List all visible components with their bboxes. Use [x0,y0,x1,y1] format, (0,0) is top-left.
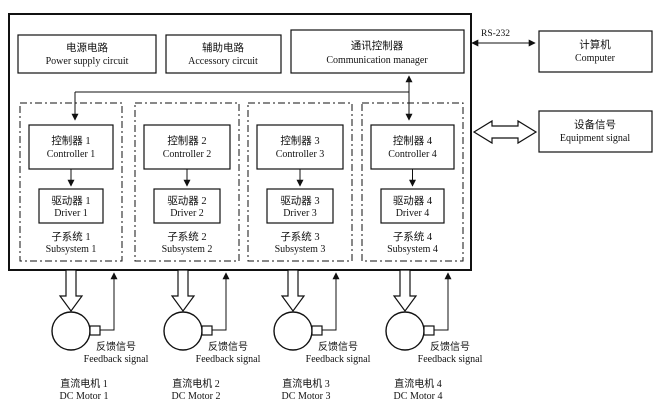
driver-label-cn: 驱动器 1 [51,195,90,207]
motor-label-en: DC Motor 2 [172,391,221,402]
motor-circle [163,311,203,351]
controller-label-cn: 控制器 2 [167,134,206,147]
computer-block: 计算机 Computer [538,30,653,73]
driver-label-en: Driver 2 [170,208,204,219]
motor-shaft [89,325,101,336]
driver-box-2 [153,188,221,224]
subsystem-label-en: Subsystem 3 [275,244,326,255]
controller-box-3 [256,124,344,170]
motor-shaft [311,325,323,336]
equipment-signal-block: 设备信号 Equipment signal [538,110,653,153]
accessory-label-en: Accessory circuit [188,56,258,67]
subsystem-label-cn: 子系统 4 [393,230,433,243]
drive-arrow [392,269,418,313]
subsystem-label-en: Subsystem 4 [387,244,438,255]
feedback-label-cn: 反馈信号 [318,340,358,353]
driver-box-4 [380,188,445,224]
motor-circle [51,311,91,351]
motor-circle [385,311,425,351]
power-supply-label-en: Power supply circuit [46,56,129,67]
motor-label-en: DC Motor 3 [282,391,331,402]
driver-label-en: Driver 4 [396,208,430,219]
controller-box-2 [143,124,231,170]
driver-box-1 [38,188,104,224]
accessory-circuit-block: 辅助电路 Accessory circuit [165,34,282,74]
motor-circle [273,311,313,351]
driver-label-en: Driver 3 [283,208,317,219]
subsystem-label-cn: 子系统 3 [280,230,319,243]
communication-manager-block: 通讯控制器 Communication manager [290,29,465,74]
computer-label-en: Computer [575,53,616,64]
controller-label-en: Controller 1 [47,149,96,160]
feedback-line [434,272,452,331]
rs232-link: RS-232 [471,29,536,47]
main-system-box [8,13,472,271]
computer-label-cn: 计算机 [579,38,611,51]
motor-label-cn: 直流电机 4 [394,377,442,390]
driver-label-en: Driver 1 [54,208,88,219]
power-supply-block: 电源电路 Power supply circuit [17,34,157,74]
feedback-line [100,272,118,331]
motor-shaft [201,325,213,336]
driver-box-3 [266,188,334,224]
controller-label-cn: 控制器 4 [393,134,433,147]
subsystem-label-en: Subsystem 2 [162,244,213,255]
rs232-label: RS-232 [481,29,510,39]
drive-arrow [170,269,196,313]
motor-shaft [423,325,435,336]
feedback-label-en: Feedback signal [84,354,149,365]
motor-label-cn: 直流电机 3 [282,377,330,390]
subsystem-label-en: Subsystem 1 [46,244,97,255]
controller-label-en: Controller 2 [163,149,212,160]
feedback-label-en: Feedback signal [418,354,483,365]
feedback-label-cn: 反馈信号 [208,340,248,353]
drive-arrow [58,269,84,313]
feedback-line [322,272,340,331]
driver-label-cn: 驱动器 4 [393,195,433,207]
feedback-label-en: Feedback signal [196,354,261,365]
motor-label-cn: 直流电机 2 [172,377,220,390]
control-bus [71,75,413,121]
controller-box-1 [28,124,114,170]
driver-label-cn: 驱动器 3 [280,195,319,207]
subsystem-label-cn: 子系统 2 [167,230,206,243]
subsystem-label-cn: 子系统 1 [51,230,90,243]
comm-label-en: Communication manager [326,55,428,66]
feedback-label-en: Feedback signal [306,354,371,365]
drive-arrow [280,269,306,313]
feedback-label-cn: 反馈信号 [430,340,470,353]
controller-label-en: Controller 3 [276,149,325,160]
controller-box-4 [370,124,455,170]
motor-label-en: DC Motor 4 [394,391,443,402]
comm-label-cn: 通讯控制器 [351,39,404,52]
equipment-label-en: Equipment signal [560,133,630,144]
equipment-label-cn: 设备信号 [574,118,616,131]
controller-label-cn: 控制器 1 [51,134,90,147]
motor-label-cn: 直流电机 1 [60,377,108,390]
accessory-label-cn: 辅助电路 [202,41,244,54]
equipment-signal-arrow [472,119,538,145]
controller-label-en: Controller 4 [388,149,437,160]
controller-label-cn: 控制器 3 [280,134,319,147]
feedback-line [212,272,230,331]
power-supply-label-cn: 电源电路 [66,41,108,54]
motor-label-en: DC Motor 1 [60,391,109,402]
feedback-label-cn: 反馈信号 [96,340,136,353]
driver-label-cn: 驱动器 2 [167,195,206,207]
